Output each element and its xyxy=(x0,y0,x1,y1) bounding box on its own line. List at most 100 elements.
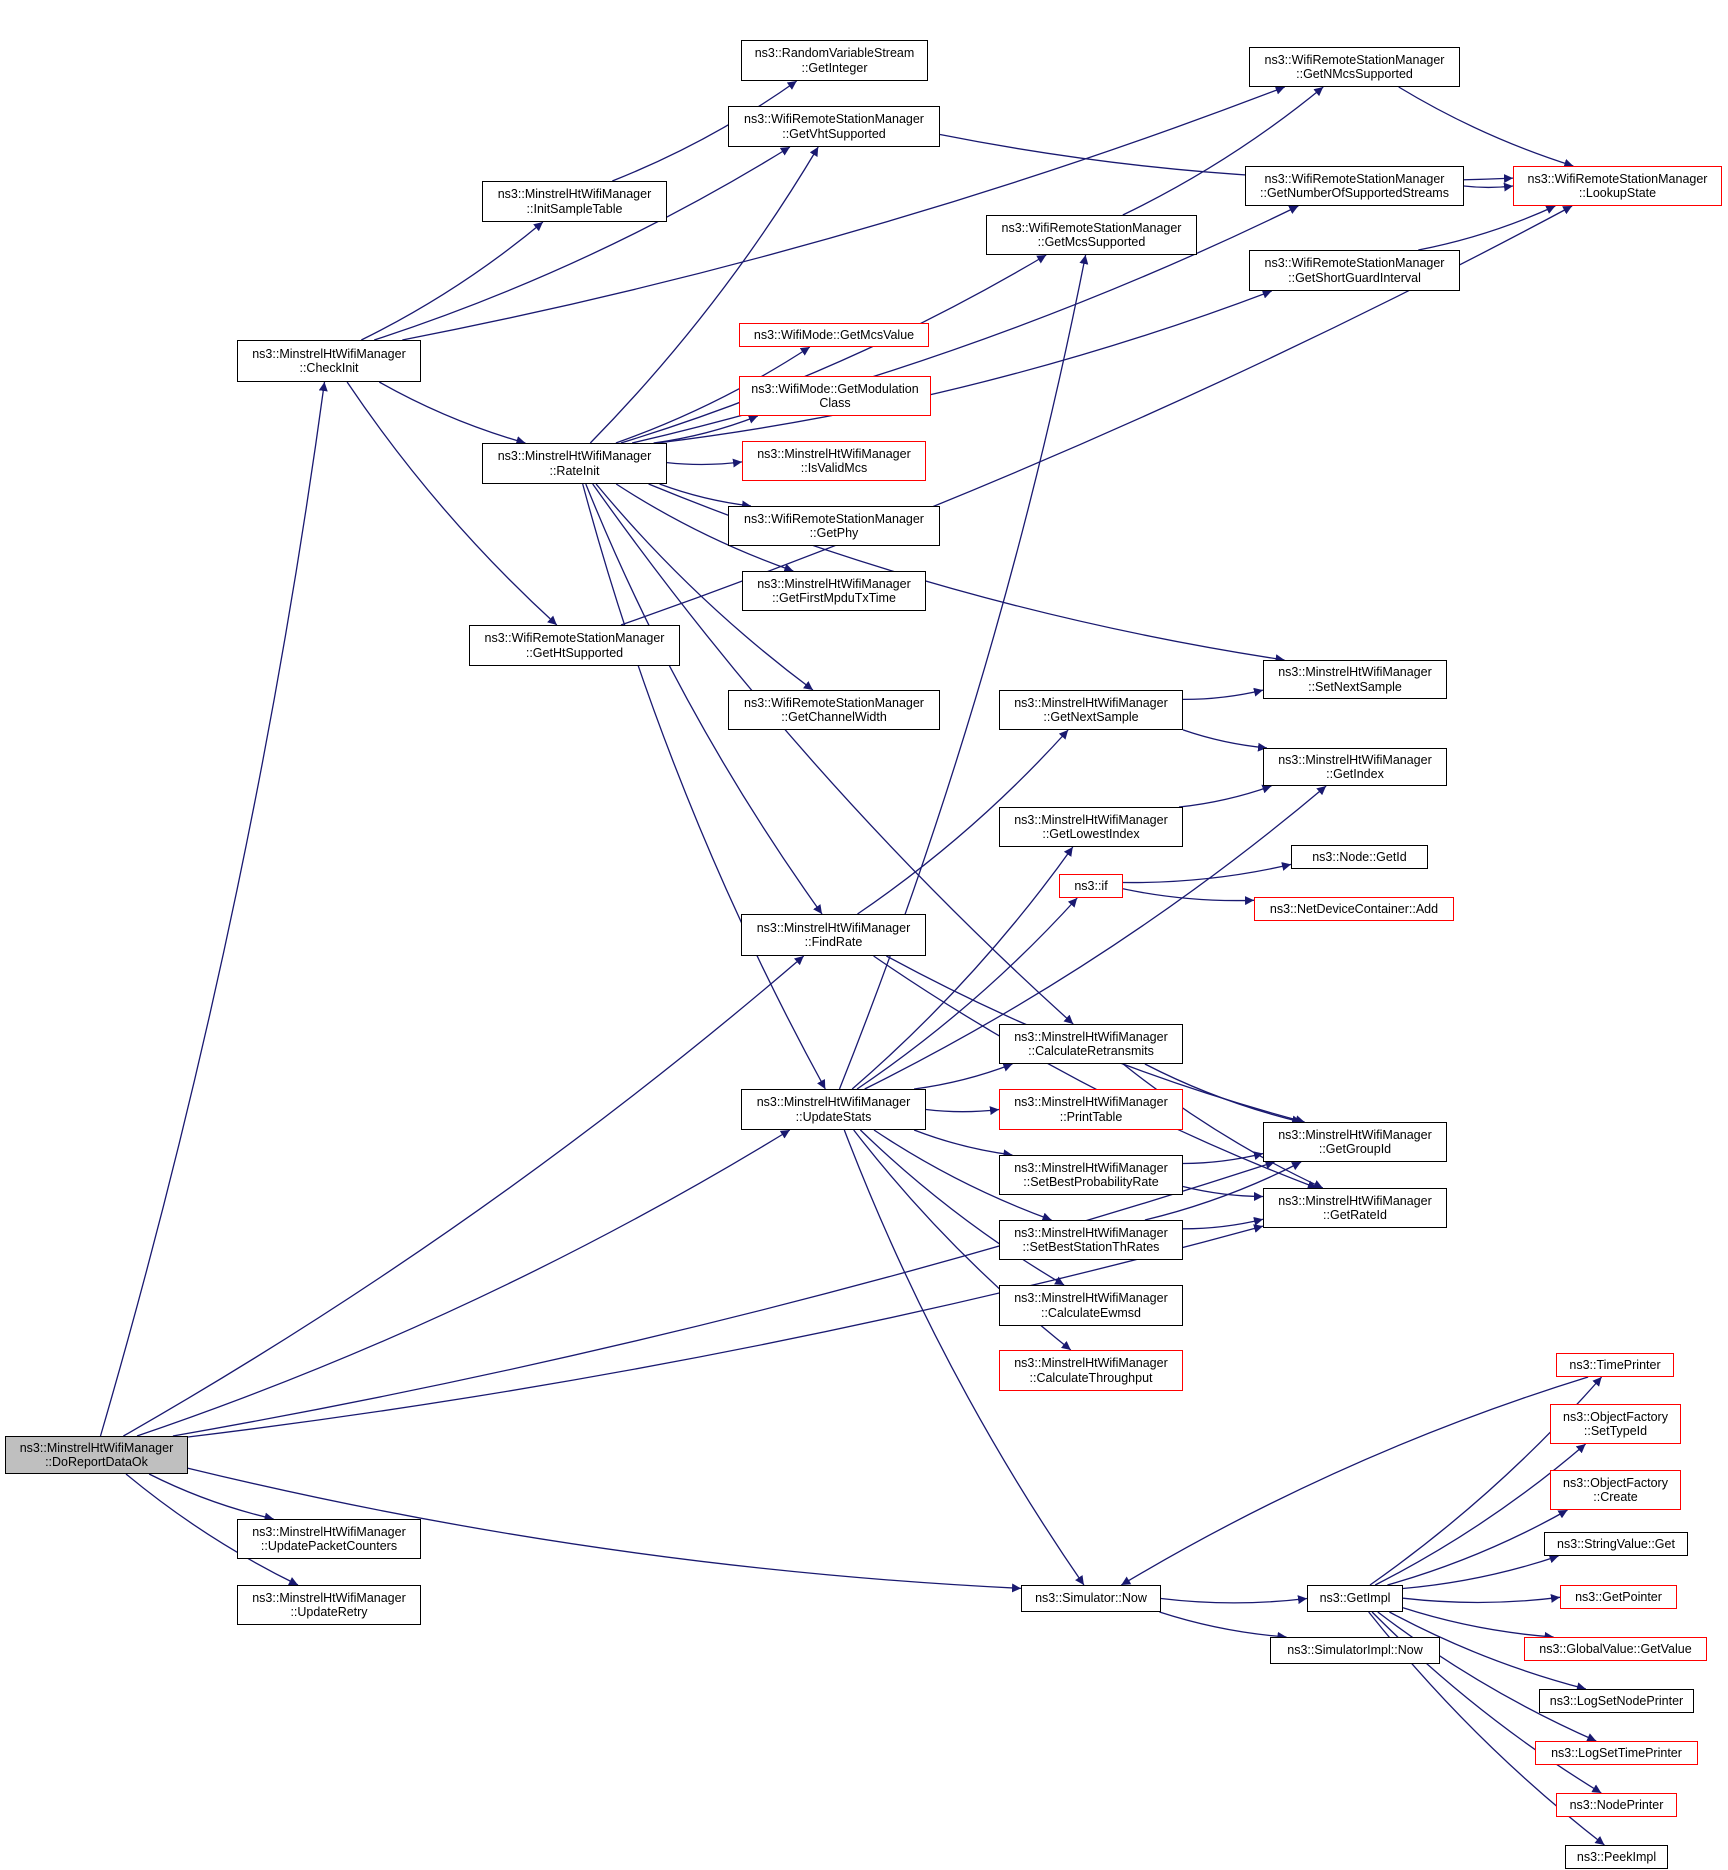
node-stringget[interactable]: ns3::StringValue::Get xyxy=(1544,1532,1688,1556)
node-logsettime[interactable]: ns3::LogSetTimePrinter xyxy=(1535,1741,1698,1765)
node-label-line: ns3::WifiRemoteStationManager xyxy=(1264,256,1445,270)
node-label-line: ns3::MinstrelHtWifiManager xyxy=(252,1524,406,1539)
node-getmcsvalue[interactable]: ns3::WifiMode::GetMcsValue xyxy=(739,323,929,347)
node-doreportdataok[interactable]: ns3::MinstrelHtWifiManager::DoReportData… xyxy=(5,1436,188,1474)
node-getvht[interactable]: ns3::WifiRemoteStationManager::GetVhtSup… xyxy=(728,106,940,147)
call-edge-rateinit-to-calcretrans xyxy=(592,483,1074,1025)
node-updateretry[interactable]: ns3::MinstrelHtWifiManager::UpdateRetry xyxy=(237,1585,421,1625)
node-label-line: ns3::MinstrelHtWifiManager xyxy=(757,446,911,461)
node-getnumstreams[interactable]: ns3::WifiRemoteStationManager::GetNumber… xyxy=(1245,166,1464,206)
call-edge-checkinit-to-getvht xyxy=(373,146,791,341)
node-label-line: ::DoReportDataOk xyxy=(45,1455,148,1469)
node-simnow[interactable]: ns3::Simulator::Now xyxy=(1021,1585,1161,1612)
node-label-line: ns3::ObjectFactory xyxy=(1563,1409,1668,1424)
node-timeprinter[interactable]: ns3::TimePrinter xyxy=(1556,1353,1674,1377)
call-edge-updatestats-to-calcewmsd xyxy=(859,1129,1065,1286)
node-settypeid[interactable]: ns3::ObjectFactory::SetTypeId xyxy=(1550,1404,1681,1444)
node-label-line: ns3::GetImpl xyxy=(1319,1591,1391,1606)
call-edge-getimpl-to-settypeid xyxy=(1374,1443,1587,1586)
node-getint[interactable]: ns3::RandomVariableStream::GetInteger xyxy=(741,40,928,81)
node-ofcreate[interactable]: ns3::ObjectFactory::Create xyxy=(1550,1470,1681,1510)
node-rateinit[interactable]: ns3::MinstrelHtWifiManager::RateInit xyxy=(482,443,667,484)
node-setbestprob[interactable]: ns3::MinstrelHtWifiManager::SetBestProba… xyxy=(999,1155,1183,1195)
node-gvgetvalue[interactable]: ns3::GlobalValue::GetValue xyxy=(1524,1637,1707,1661)
call-edge-getimpl-to-logsetnode xyxy=(1389,1611,1587,1692)
node-label-line: ns3::WifiMode::GetMcsValue xyxy=(753,327,915,342)
node-calcewmsd[interactable]: ns3::MinstrelHtWifiManager::CalculateEwm… xyxy=(999,1285,1183,1326)
node-ndcadd[interactable]: ns3::NetDeviceContainer::Add xyxy=(1254,897,1454,921)
node-label-line: ns3::MinstrelHtWifiManager xyxy=(1014,1225,1168,1240)
node-setbeststation[interactable]: ns3::MinstrelHtWifiManager::SetBestStati… xyxy=(999,1220,1183,1260)
node-getlowestindex[interactable]: ns3::MinstrelHtWifiManager::GetLowestInd… xyxy=(999,807,1183,847)
node-label-line: ns3::GlobalValue::GetValue xyxy=(1539,1641,1692,1656)
node-simimplnow[interactable]: ns3::SimulatorImpl::Now xyxy=(1270,1637,1440,1664)
node-label-line: ns3::MinstrelHtWifiManager xyxy=(252,346,406,361)
node-label-line: ns3::MinstrelHtWifiManager xyxy=(1014,1160,1168,1175)
call-edge-calcretrans-to-getrateid xyxy=(1122,1063,1324,1189)
call-edge-findrate-to-getrateid xyxy=(873,955,1318,1190)
node-label-line: ::CalculateThroughput xyxy=(1029,1370,1153,1385)
node-getfirstmpdu[interactable]: ns3::MinstrelHtWifiManager::GetFirstMpdu… xyxy=(742,571,926,611)
node-calcthroughput[interactable]: ns3::MinstrelHtWifiManager::CalculateThr… xyxy=(999,1350,1183,1391)
node-getpointer[interactable]: ns3::GetPointer xyxy=(1560,1585,1677,1609)
node-initsample[interactable]: ns3::MinstrelHtWifiManager::InitSampleTa… xyxy=(482,181,667,222)
node-setnextsample[interactable]: ns3::MinstrelHtWifiManager::SetNextSampl… xyxy=(1263,660,1447,699)
node-getnextsample[interactable]: ns3::MinstrelHtWifiManager::GetNextSampl… xyxy=(999,690,1183,730)
node-peekimpl[interactable]: ns3::PeekImpl xyxy=(1565,1845,1668,1869)
node-label-line: Class xyxy=(819,396,851,410)
node-findrate[interactable]: ns3::MinstrelHtWifiManager::FindRate xyxy=(741,914,926,956)
node-isvalidmcs[interactable]: ns3::MinstrelHtWifiManager::IsValidMcs xyxy=(742,441,926,481)
node-updatepacketcounters[interactable]: ns3::MinstrelHtWifiManager::UpdatePacket… xyxy=(237,1519,421,1559)
call-edge-checkinit-to-getnmcs xyxy=(402,86,1285,341)
call-edge-updatestats-to-nsif xyxy=(856,897,1078,1090)
node-label-line: ns3::LogSetNodePrinter xyxy=(1549,1693,1684,1708)
node-nodegetid[interactable]: ns3::Node::GetId xyxy=(1291,845,1428,869)
call-edge-rateinit-to-getfirstmpdu xyxy=(615,483,794,573)
node-label-line: ::GetNMcsSupported xyxy=(1296,67,1413,81)
node-label-line: ::GetMcsSupported xyxy=(1037,235,1146,249)
node-getimpl[interactable]: ns3::GetImpl xyxy=(1307,1585,1403,1612)
node-getchanwidth[interactable]: ns3::WifiRemoteStationManager::GetChanne… xyxy=(728,690,940,730)
node-getht[interactable]: ns3::WifiRemoteStationManager::GetHtSupp… xyxy=(469,625,680,666)
node-label-line: ns3::TimePrinter xyxy=(1569,1357,1661,1372)
node-calcretrans[interactable]: ns3::MinstrelHtWifiManager::CalculateRet… xyxy=(999,1024,1183,1064)
node-nsif[interactable]: ns3::if xyxy=(1059,874,1123,898)
node-updatestats[interactable]: ns3::MinstrelHtWifiManager::UpdateStats xyxy=(741,1089,926,1130)
node-getmcssup[interactable]: ns3::WifiRemoteStationManager::GetMcsSup… xyxy=(986,215,1197,255)
node-label-line: ns3::NetDeviceContainer::Add xyxy=(1269,901,1439,916)
node-label-line: ::GetPhy xyxy=(809,526,859,540)
node-logsetnode[interactable]: ns3::LogSetNodePrinter xyxy=(1539,1689,1694,1713)
node-label-line: ns3::MinstrelHtWifiManager xyxy=(1014,695,1168,710)
node-printtable[interactable]: ns3::MinstrelHtWifiManager::PrintTable xyxy=(999,1089,1183,1130)
node-label-line: ns3::WifiRemoteStationManager xyxy=(744,511,924,526)
node-label-line: ::GetShortGuardInterval xyxy=(1288,270,1421,285)
call-edge-doreportdataok-to-getgroupid xyxy=(172,1160,1275,1437)
node-label-line: ::SetNextSample xyxy=(1308,679,1402,694)
node-getphy[interactable]: ns3::WifiRemoteStationManager::GetPhy xyxy=(728,506,940,546)
call-edge-getsgi-to-lookup xyxy=(1418,205,1556,251)
node-label-line: ::LookupState xyxy=(1578,186,1657,200)
node-label-line: ::GetHtSupported xyxy=(525,645,624,660)
node-getsgi[interactable]: ns3::WifiRemoteStationManager::GetShortG… xyxy=(1249,250,1460,291)
node-label-line: ns3::MinstrelHtWifiManager xyxy=(1278,1193,1432,1208)
call-edge-rateinit-to-getphy xyxy=(659,483,752,510)
call-edge-rateinit-to-getmodclass xyxy=(653,415,759,444)
node-getrateid[interactable]: ns3::MinstrelHtWifiManager::GetRateId xyxy=(1263,1188,1447,1228)
node-nodeprinter[interactable]: ns3::NodePrinter xyxy=(1556,1793,1677,1817)
node-label-line: ns3::MinstrelHtWifiManager xyxy=(1014,1095,1168,1109)
node-getindex[interactable]: ns3::MinstrelHtWifiManager::GetIndex xyxy=(1263,748,1447,786)
call-edge-simnow-to-simimplnow xyxy=(1159,1611,1287,1641)
node-label-line: ns3::WifiMode::GetModulation xyxy=(751,381,919,396)
call-edge-doreportdataok-to-updatestats xyxy=(136,1129,791,1437)
call-edge-getnumstreams-to-lookup xyxy=(1463,182,1514,192)
node-checkinit[interactable]: ns3::MinstrelHtWifiManager::CheckInit xyxy=(237,340,421,382)
call-edge-getimpl-to-gvgetvalue xyxy=(1402,1607,1554,1641)
node-label-line: ::GetIndex xyxy=(1326,767,1384,781)
node-getgroupid[interactable]: ns3::MinstrelHtWifiManager::GetGroupId xyxy=(1263,1122,1447,1162)
call-edge-updatestats-to-printtable xyxy=(925,1106,1000,1116)
call-edge-updatestats-to-getmcssup xyxy=(838,254,1089,1090)
node-lookup[interactable]: ns3::WifiRemoteStationManager::LookupSta… xyxy=(1513,166,1722,206)
node-getnmcs[interactable]: ns3::WifiRemoteStationManager::GetNMcsSu… xyxy=(1249,47,1460,87)
